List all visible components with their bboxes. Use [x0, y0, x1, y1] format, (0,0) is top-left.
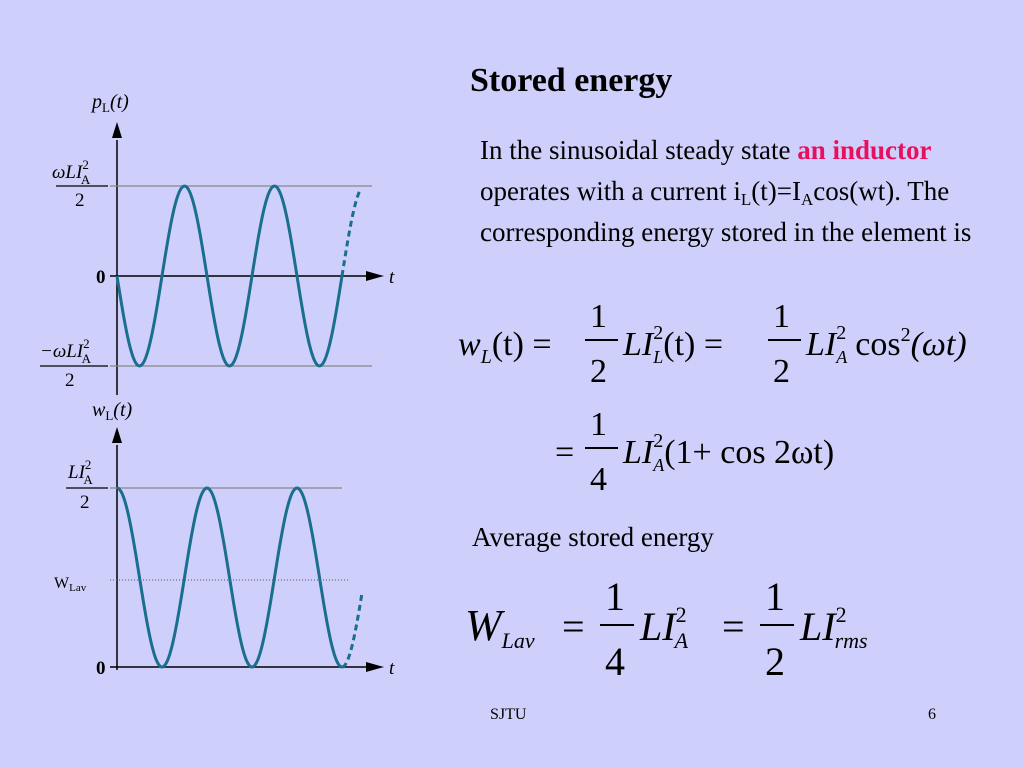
- power-neg-level-den: 2: [65, 370, 75, 391]
- energy-average-label: WLav: [54, 575, 87, 594]
- para-text-1: In the sinusoidal steady state: [480, 135, 798, 165]
- energy-level-den: 2: [80, 492, 90, 513]
- eq3-frac1-num: 1: [605, 574, 625, 619]
- intro-paragraph: In the sinusoidal steady state an induct…: [480, 130, 1000, 253]
- eq3-frac2-den: 2: [765, 639, 785, 684]
- eq1-frac2-den: 2: [773, 353, 790, 390]
- energy-y-arrow-icon: [112, 427, 122, 443]
- para-sub-A: A: [800, 190, 814, 209]
- eq1-lhs: wL(t) =: [458, 326, 552, 368]
- energy-x-arrow-icon: [366, 662, 384, 672]
- energy-curve: [116, 486, 343, 669]
- power-curve-continuation: [340, 189, 362, 277]
- eq2-frac-num: 1: [590, 406, 607, 443]
- power-pos-level-den: 2: [75, 190, 85, 211]
- power-y-arrow-icon: [112, 122, 122, 138]
- energy-zero-label: 0: [96, 658, 106, 679]
- para-text-2: operates with a current i: [480, 176, 741, 206]
- highlight-inductor: an inductor: [797, 135, 932, 165]
- eq1-frac1-num: 1: [590, 298, 607, 335]
- power-curve: [115, 184, 344, 368]
- para-sub-L: L: [740, 190, 752, 209]
- footer-org: SJTU: [490, 706, 527, 723]
- page-number: 6: [928, 706, 936, 723]
- eq3-frac1-den: 4: [605, 639, 625, 684]
- eq2-frac-den: 4: [590, 461, 607, 498]
- energy-curve-continuation: [341, 592, 364, 669]
- para-text-4: cos(wt). The corresponding energy stored…: [480, 176, 972, 247]
- slide-title: Stored energy: [470, 62, 673, 99]
- energy-ylabel: wL(t): [92, 399, 133, 423]
- power-x-arrow-icon: [366, 271, 384, 281]
- eq1-frac2-num: 1: [773, 298, 790, 335]
- power-ylabel: pL(t): [90, 91, 129, 115]
- eq1-frac1-den: 2: [590, 353, 607, 390]
- eq3-lhs: WLav: [465, 601, 535, 653]
- power-t-label: t: [389, 267, 395, 288]
- eq3-equals-2: =: [722, 604, 745, 649]
- eq3-equals-1: =: [562, 604, 585, 649]
- eq3-frac2-num: 1: [765, 574, 785, 619]
- energy-t-label: t: [389, 658, 395, 679]
- average-heading: Average stored energy: [472, 522, 714, 552]
- eq2-equals: =: [555, 434, 574, 471]
- power-zero-label: 0: [96, 267, 106, 288]
- para-text-3: (t)=I: [751, 176, 801, 206]
